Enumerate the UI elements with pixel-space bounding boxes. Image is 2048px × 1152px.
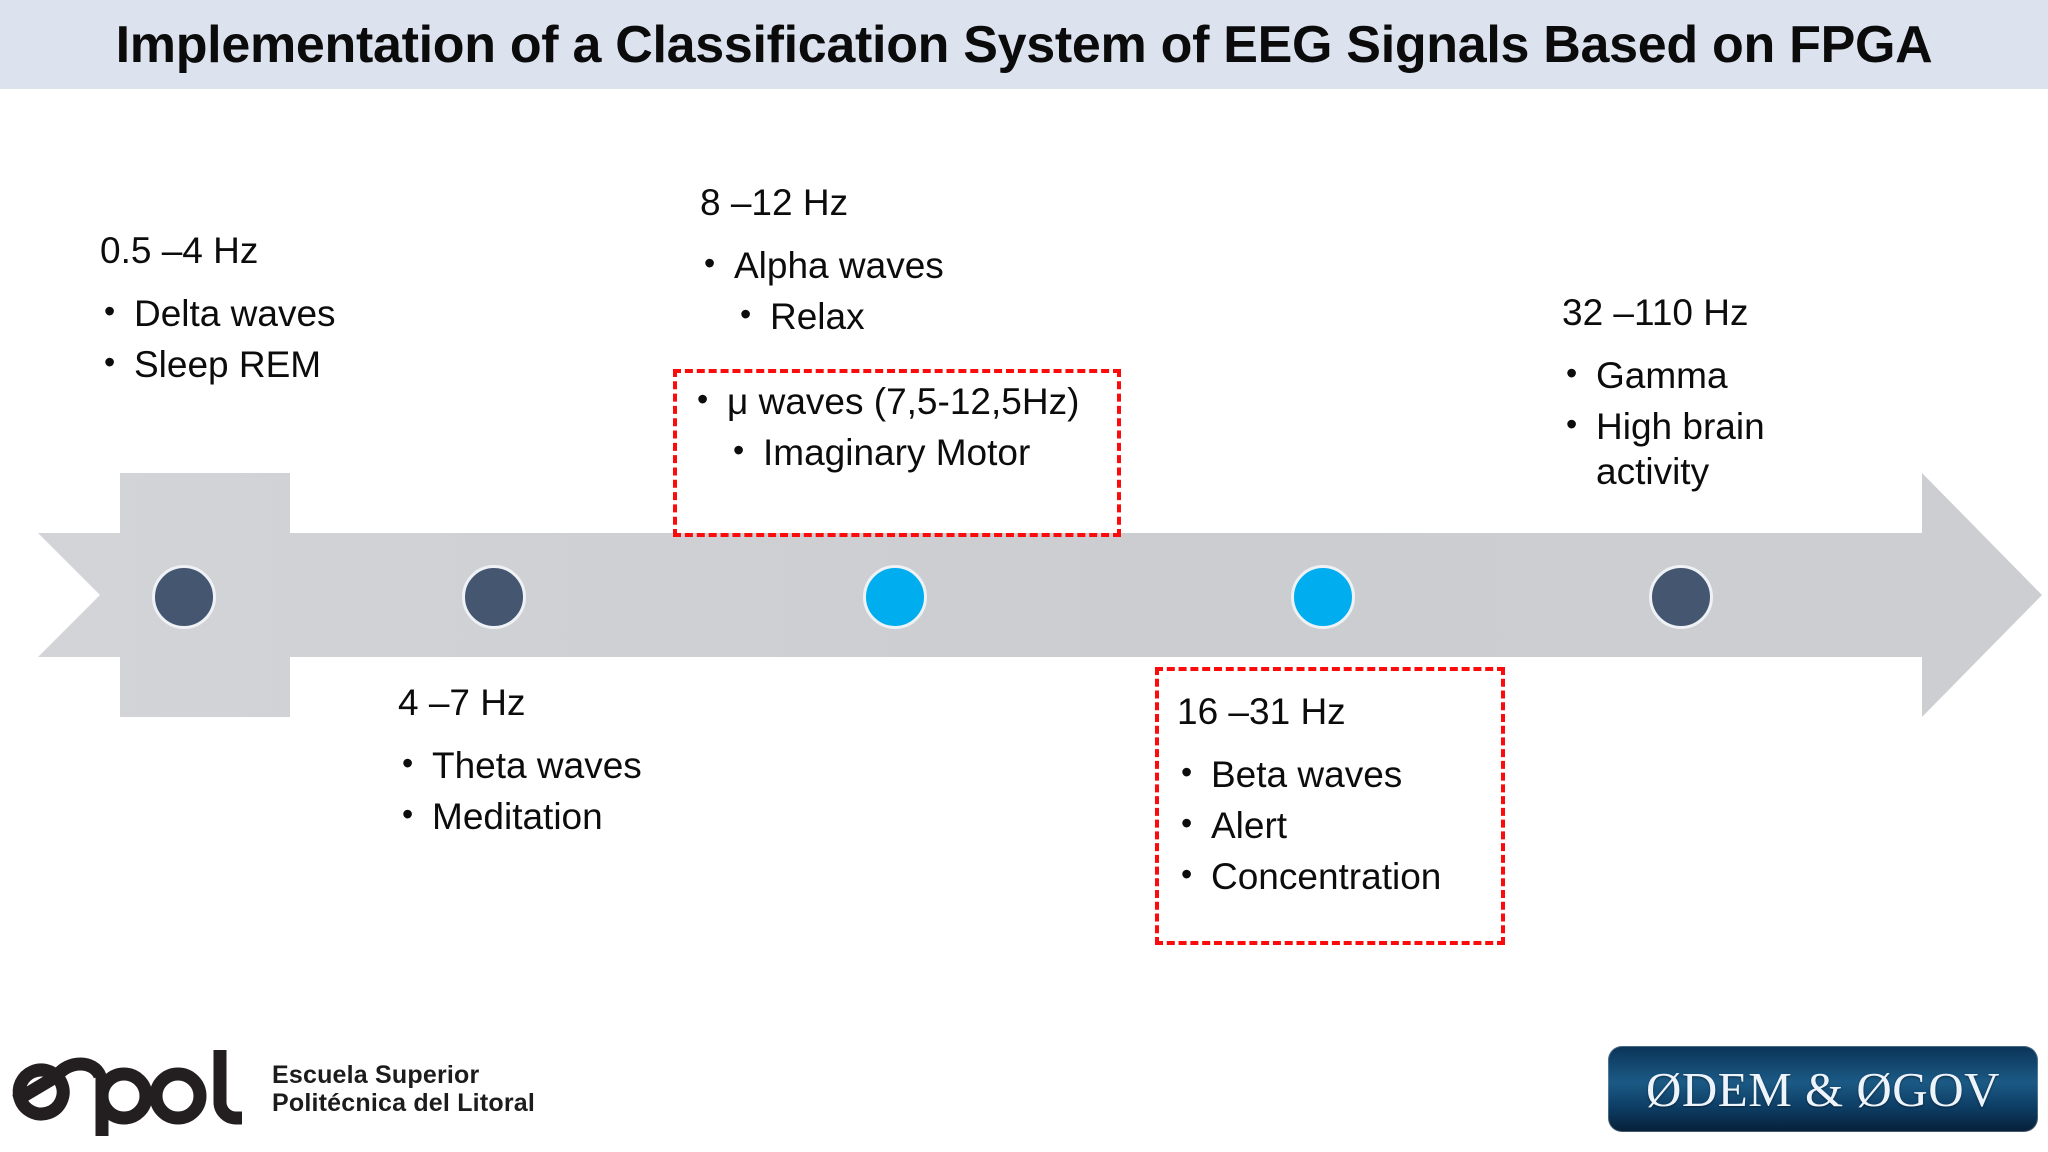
band-frequency-theta: 4 –7 Hz [398,682,526,723]
timeline-node-alpha-mu[interactable] [863,565,927,629]
list-item: High brain activity [1562,403,1882,494]
band-block-mu: μ waves (7,5-12,5Hz) Imaginary Motor [673,369,1121,537]
list-item: Imaginary Motor [693,429,1107,475]
espol-line-2: Politécnica del Litoral [272,1089,535,1117]
band-bullets-delta: Delta waves Sleep REM [100,290,430,387]
espol-wordmark-icon [12,1050,242,1136]
band-block-alpha: 8 –12 Hz Alpha waves Relax [700,180,1140,345]
list-item: Alpha waves [700,242,1140,288]
band-frequency-gamma: 32 –110 Hz [1562,292,1749,333]
list-item: Theta waves [398,742,718,788]
espol-logo: Escuela Superior Politécnica del Litoral [8,1036,568,1142]
timeline-node-delta[interactable] [152,565,216,629]
band-block-delta: 0.5 –4 Hz Delta waves Sleep REM [100,228,430,393]
list-item: Concentration [1177,853,1491,899]
band-block-theta: 4 –7 Hz Theta waves Meditation [398,680,718,845]
demgov-logo-text: ØDEM & ØGOV [1646,1061,2000,1117]
timeline-node-gamma[interactable] [1649,565,1713,629]
band-bullets-beta: Beta waves Alert Concentration [1177,751,1491,899]
band-block-gamma: 32 –110 Hz Gamma High brain activity [1562,290,1882,501]
list-item: Meditation [398,793,718,839]
list-item: Alert [1177,802,1491,848]
band-frequency-alpha: 8 –12 Hz [700,182,849,223]
list-item: Delta waves [100,290,430,336]
list-item: Relax [700,293,1140,339]
slide-title-bar: Implementation of a Classification Syste… [0,0,2048,89]
timeline-arrow [38,473,2042,717]
band-bullets-mu: μ waves (7,5-12,5Hz) Imaginary Motor [693,378,1107,475]
band-frequency-delta: 0.5 –4 Hz [100,230,259,271]
timeline-node-beta[interactable] [1291,565,1355,629]
band-bullets-gamma: Gamma High brain activity [1562,352,1882,494]
band-block-beta: 16 –31 Hz Beta waves Alert Concentration [1155,667,1505,945]
band-bullets-theta: Theta waves Meditation [398,742,718,839]
espol-line-1: Escuela Superior [272,1061,480,1089]
espol-tagline: Escuela Superior Politécnica del Litoral [272,1061,535,1117]
timeline-node-theta[interactable] [462,565,526,629]
page-title: Implementation of a Classification Syste… [115,15,1933,74]
band-bullets-alpha: Alpha waves Relax [700,242,1140,339]
list-item: μ waves (7,5-12,5Hz) [693,378,1107,424]
list-item: Beta waves [1177,751,1491,797]
list-item: Gamma [1562,352,1882,398]
band-frequency-beta: 16 –31 Hz [1177,691,1346,732]
arrow-shape [38,473,2042,717]
demgov-logo: ØDEM & ØGOV [1608,1046,2038,1132]
list-item: Sleep REM [100,341,430,387]
